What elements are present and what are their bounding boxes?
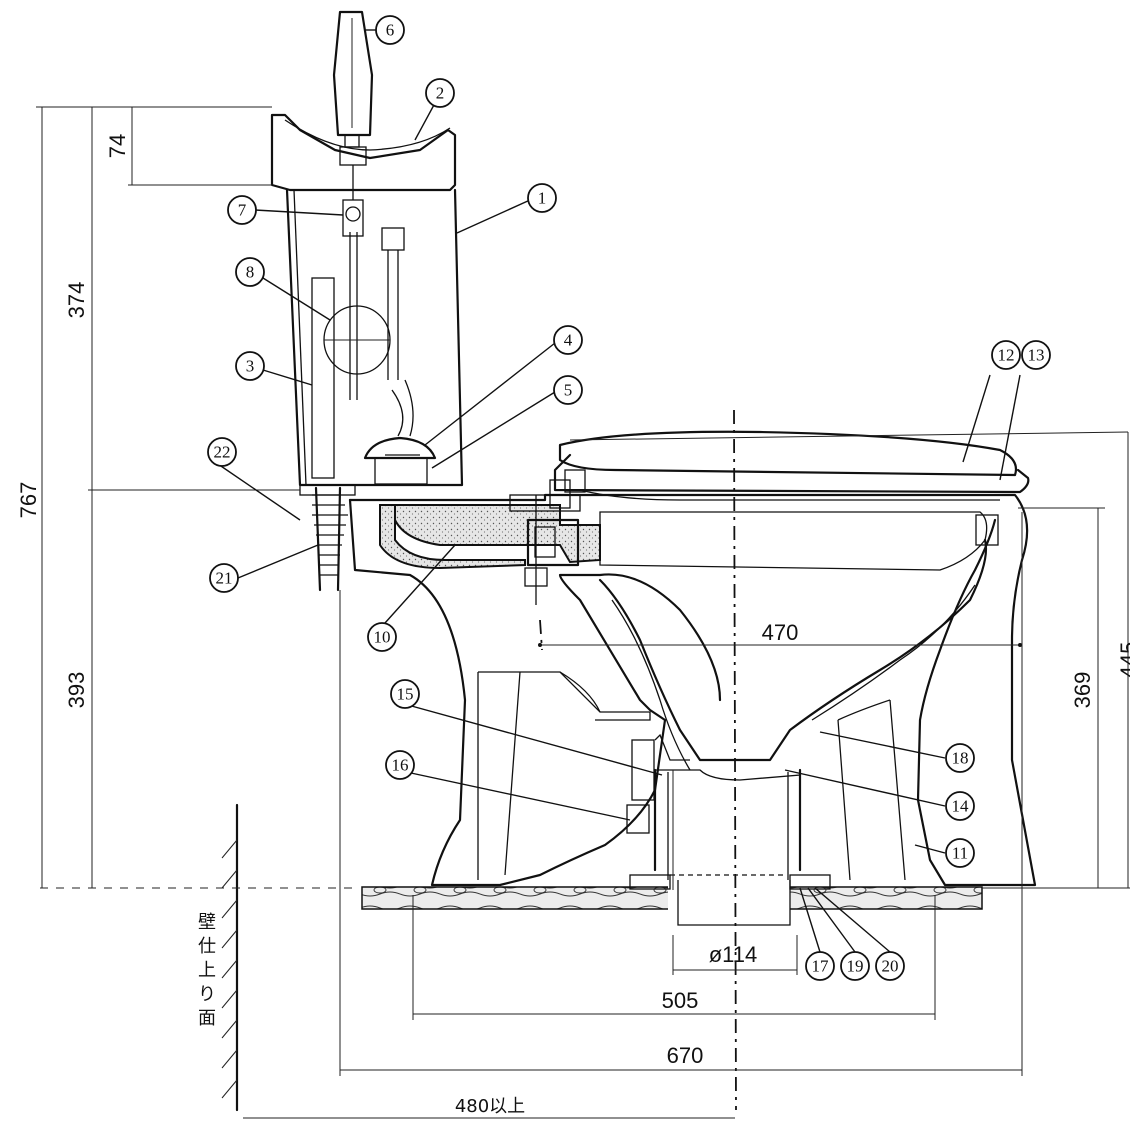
callout-number: 12 [998,346,1015,365]
callout-10: 10 [367,622,397,652]
callout-number: 15 [397,685,414,704]
dim-480: 480以上 [455,1096,525,1117]
callout-number: 6 [386,21,395,40]
callout-number: 18 [952,749,969,768]
callout-number: 3 [246,357,255,376]
callout-11: 11 [945,838,975,868]
dim-505: 505 [662,988,699,1013]
callout-number: 5 [564,381,573,400]
callout-3: 3 [235,351,265,381]
callout-22: 22 [207,437,237,467]
dim-393: 393 [64,672,89,709]
dim-670: 670 [667,1043,704,1068]
dimension-lines [36,106,1129,1119]
callout-number: 8 [246,263,255,282]
callout-number: 7 [238,201,247,220]
wall-label-char: 面 [198,1008,216,1029]
callout-17: 17 [805,951,835,981]
tank-bowl-connection [509,494,581,605]
dim-74: 74 [105,134,130,158]
callout-number: 4 [564,331,573,350]
callout-number: 14 [952,797,970,816]
callout-7: 7 [227,195,257,225]
wall-finish-label: 壁 仕 上 り 面 [198,912,216,1029]
callout-number: 13 [1028,346,1045,365]
callout-21: 21 [209,563,239,593]
callout-13: 13 [1021,340,1051,370]
floor-section [40,886,1130,926]
dim-767: 767 [16,482,41,519]
callout-leaders [214,29,1021,953]
callout-16: 16 [385,750,415,780]
water-supply-hose [299,484,356,592]
callout-1: 1 [527,183,557,213]
callout-number: 22 [214,443,231,462]
callout-6: 6 [375,15,405,45]
cistern-tank [270,113,464,487]
bowl-centerline [733,409,737,1111]
callout-number: 16 [392,756,409,775]
callout-12: 12 [991,340,1021,370]
dim-374: 374 [64,282,89,319]
wall-label-char: 仕 [198,936,216,957]
callout-18: 18 [945,743,975,773]
callout-number: 11 [952,844,968,863]
dim-445: 445 [1116,642,1130,679]
callout-number: 17 [812,957,830,976]
callout-number: 21 [216,569,233,588]
callout-number: 2 [436,84,445,103]
toilet-bowl-body [348,493,1037,926]
wall-label-char: 壁 [198,912,216,933]
dim-470: 470 [762,620,799,645]
callout-14: 14 [945,791,975,821]
callout-19: 19 [840,951,870,981]
callout-number: 20 [882,957,899,976]
flush-lever-handle [332,10,374,237]
wall-label-char: り [198,984,216,1005]
wall-finish-surface [221,803,239,1112]
dim-369: 369 [1070,672,1095,709]
callout-number: 10 [374,628,391,647]
callout-number: 1 [538,189,547,208]
dim-114: ø114 [709,942,758,967]
callout-5: 5 [553,375,583,405]
callout-15: 15 [390,679,420,709]
fixing-bolt-centerline [539,619,543,651]
callout-number: 19 [847,957,864,976]
callout-20: 20 [875,951,905,981]
toilet-seat-and-lid [549,430,1129,509]
callout-2: 2 [425,78,455,108]
callout-4: 4 [553,325,583,355]
callout-8: 8 [235,257,265,287]
wall-label-char: 上 [198,960,216,981]
